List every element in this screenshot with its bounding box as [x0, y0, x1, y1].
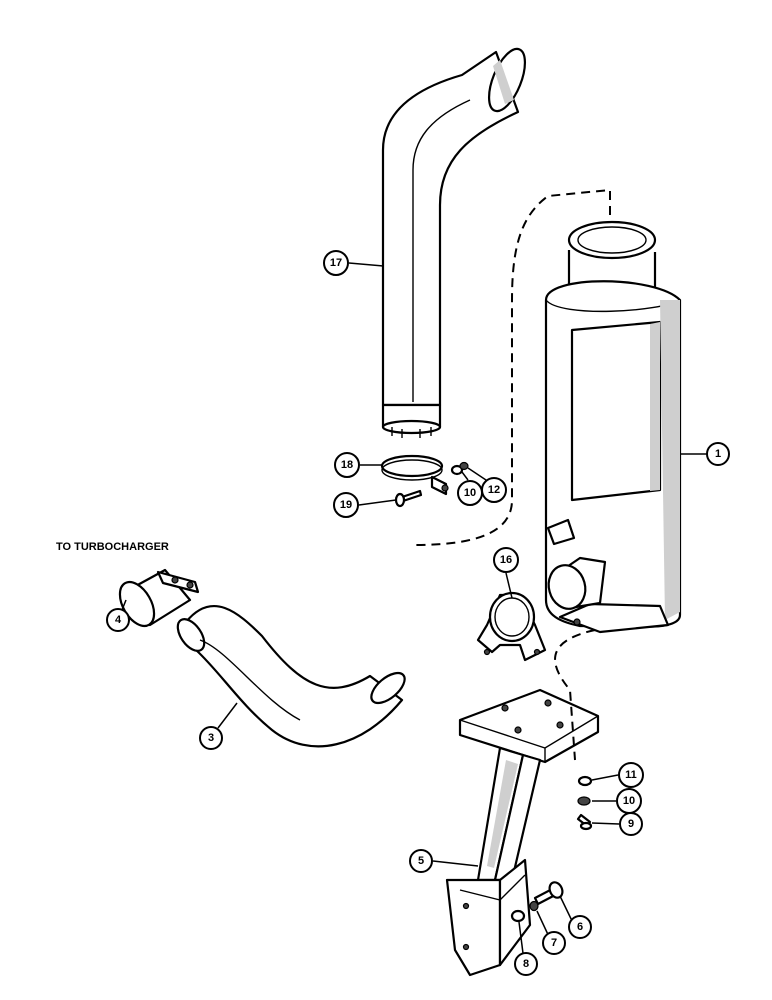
- callout-5: 5: [409, 849, 433, 873]
- exhaust-stack-pipe: [381, 47, 527, 438]
- callout-8-label: 8: [523, 958, 529, 970]
- muffler-mount-strap: [476, 591, 547, 662]
- callout-3-label: 3: [208, 732, 214, 744]
- callout-10-lower: 10: [616, 788, 642, 814]
- callout-12-label: 12: [488, 484, 500, 496]
- muffler: [544, 220, 682, 634]
- callout-6-label: 6: [577, 921, 583, 933]
- callout-7-label: 7: [551, 937, 557, 949]
- callout-16: 16: [493, 547, 519, 573]
- callout-11: 11: [618, 762, 644, 788]
- callout-6: 6: [568, 915, 592, 939]
- callout-19: 19: [333, 492, 359, 518]
- callout-4-label: 4: [115, 614, 122, 626]
- callout-19-label: 19: [340, 499, 352, 511]
- to-turbocharger-label: TO TURBOCHARGER: [56, 541, 169, 553]
- callout-4: 4: [106, 608, 130, 632]
- callout-17: 17: [323, 250, 349, 276]
- callout-18-label: 18: [341, 459, 353, 471]
- callout-7: 7: [542, 931, 566, 955]
- callout-8: 8: [514, 952, 538, 976]
- exhaust-elbow-pipe: [176, 604, 406, 748]
- callout-9-label: 9: [628, 818, 634, 830]
- clamp-bolt: [394, 489, 423, 508]
- callout-3: 3: [199, 726, 223, 750]
- callout-9: 9: [619, 812, 643, 836]
- callout-12: 12: [481, 477, 507, 503]
- callout-17-label: 17: [330, 257, 342, 269]
- callout-10-lower-label: 10: [623, 795, 635, 807]
- bracket-foot-hardware: [510, 881, 564, 923]
- callout-5-label: 5: [418, 855, 424, 867]
- bracket-top-hardware: [576, 775, 593, 831]
- callout-11-label: 11: [625, 769, 637, 781]
- assembly-guide-lines: [414, 188, 611, 761]
- callout-16-label: 16: [500, 554, 512, 566]
- callout-10-upper-label: 10: [464, 487, 476, 499]
- callout-1-label: 1: [715, 448, 721, 460]
- callout-10-upper: 10: [457, 480, 483, 506]
- muffler-support-bracket: [445, 688, 600, 977]
- callout-1: 1: [706, 442, 730, 466]
- stack-clamp: [380, 454, 449, 496]
- washer-and-nut-upper: [450, 461, 469, 476]
- callout-18: 18: [334, 452, 360, 478]
